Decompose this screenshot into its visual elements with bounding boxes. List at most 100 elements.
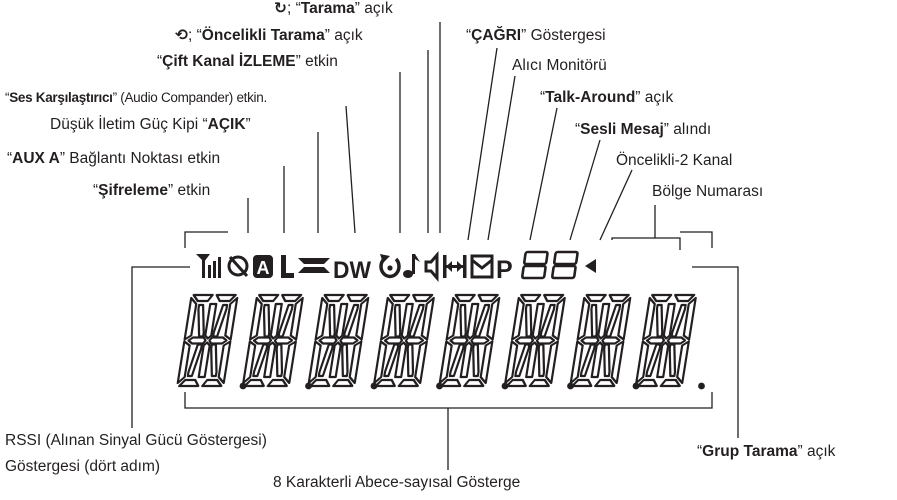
label-group-scan: “Grup Tarama” açık (697, 443, 836, 460)
segment (545, 340, 559, 385)
zone-digit-1 (521, 250, 549, 280)
alnum-char-6 (504, 293, 566, 388)
leader-priority-2 (599, 169, 633, 241)
segment (511, 296, 525, 341)
compander-icon (298, 258, 330, 273)
segment (477, 293, 499, 303)
segment (323, 293, 345, 303)
segment (635, 340, 650, 385)
frame-bottom (184, 392, 713, 409)
segment (459, 341, 473, 379)
segment (597, 302, 611, 340)
call-note-icon (403, 254, 420, 278)
segment (243, 378, 265, 388)
segment (505, 378, 527, 388)
segment (514, 343, 531, 378)
segment (524, 303, 533, 338)
segment (470, 336, 490, 345)
segment (318, 336, 338, 345)
segment (275, 343, 284, 378)
decimal-point (305, 382, 312, 390)
zone-number-display (521, 250, 579, 280)
segment (472, 343, 480, 378)
segment (617, 296, 632, 341)
segment (504, 340, 519, 385)
segment (242, 340, 257, 385)
leader-talk-around (529, 107, 558, 241)
rssi-icon (196, 254, 221, 278)
talk-around-icon (443, 255, 467, 278)
segment (346, 293, 368, 303)
segment (651, 293, 673, 303)
segment (186, 343, 203, 378)
frame-top-right (680, 231, 713, 248)
segment (682, 296, 697, 341)
segment (448, 343, 465, 378)
segment (258, 293, 280, 303)
segment (645, 343, 662, 378)
group-scan-triangle-icon (585, 259, 596, 273)
monitor-speaker-icon (424, 250, 439, 283)
segment (394, 341, 408, 379)
segment (389, 293, 411, 303)
label-talk-around: “Talk-Around” açık (540, 89, 674, 106)
segment (281, 293, 303, 303)
segment (224, 296, 239, 341)
priority-scan-glyph-icon: ⟲ (175, 27, 188, 44)
segment (601, 336, 621, 345)
label-alnum-display: 8 Karakterli Abece-sayısal Gösterge (273, 474, 521, 491)
segment (273, 336, 294, 345)
segment (412, 293, 434, 303)
segment (406, 343, 415, 378)
segment (662, 302, 676, 340)
segment (576, 296, 591, 341)
segment (262, 303, 271, 338)
segment (636, 378, 658, 388)
segment (380, 296, 394, 341)
segment (266, 378, 288, 388)
segment (608, 293, 630, 303)
label-priority-scan: ⟲; “Öncelikli Tarama” açık (175, 27, 363, 44)
segment (192, 293, 214, 303)
segment (328, 303, 336, 338)
label-call: “ÇAĞRI” Göstergesi (466, 27, 606, 44)
priority-scan-icon (379, 254, 401, 279)
label-encryption: “Şifreleme” etkin (93, 182, 211, 199)
segment (348, 340, 363, 385)
leader-compander (345, 105, 356, 234)
alnum-char-3 (307, 293, 370, 388)
segment (355, 296, 370, 341)
segment (459, 303, 467, 338)
low-power-l-icon (281, 255, 294, 278)
label-rssi-line1: RSSI (Alınan Sinyal Gücü Göstergesi) (5, 432, 267, 449)
segment (531, 302, 545, 340)
segment (520, 293, 542, 303)
segment (211, 303, 229, 338)
alnum-char-7 (569, 293, 632, 388)
label-aux-a: “AUX A” Bağlantı Noktası etkin (7, 150, 221, 167)
segment (342, 303, 360, 338)
segment (332, 378, 354, 388)
segment (528, 378, 550, 388)
segment (277, 303, 294, 338)
segment (408, 303, 425, 338)
segment (178, 378, 200, 388)
segment (317, 343, 334, 378)
segment (438, 340, 453, 385)
segment (252, 343, 269, 378)
segment (204, 302, 218, 340)
segment (314, 296, 329, 341)
leader-monitor (487, 75, 516, 241)
segment (373, 340, 388, 385)
label-compander: “Ses Karşılaştırıcı” (Audio Compander) e… (5, 90, 267, 105)
segment (645, 336, 666, 345)
label-zone-number: Bölge Numarası (652, 183, 764, 200)
segment (674, 293, 696, 303)
segment (252, 336, 273, 345)
segment (642, 296, 656, 341)
segment (374, 378, 396, 388)
segment (283, 340, 297, 385)
segment (535, 336, 556, 345)
label-low-power: Düşük İletim Güç Kipi “AÇIK” (50, 116, 251, 133)
